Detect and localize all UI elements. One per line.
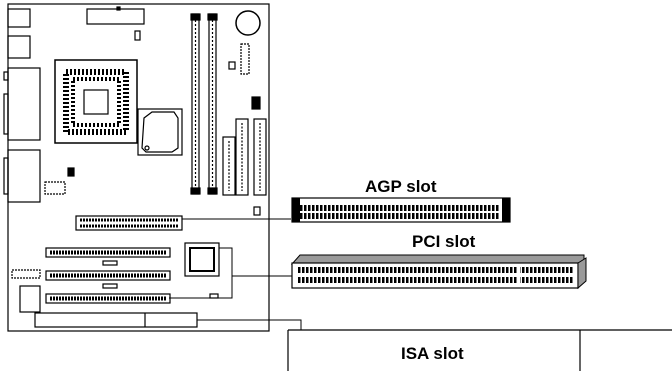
agp-slot-label: AGP slot — [365, 177, 437, 196]
motherboard — [4, 4, 269, 331]
isa-slot-label: ISA slot — [401, 344, 464, 363]
south-bridge-chip — [185, 243, 219, 276]
agp-slot — [292, 198, 510, 222]
pci-slot — [292, 255, 586, 288]
isa-slot — [288, 330, 672, 371]
board-outline — [8, 4, 269, 331]
pci-slot-label: PCI slot — [412, 232, 476, 251]
